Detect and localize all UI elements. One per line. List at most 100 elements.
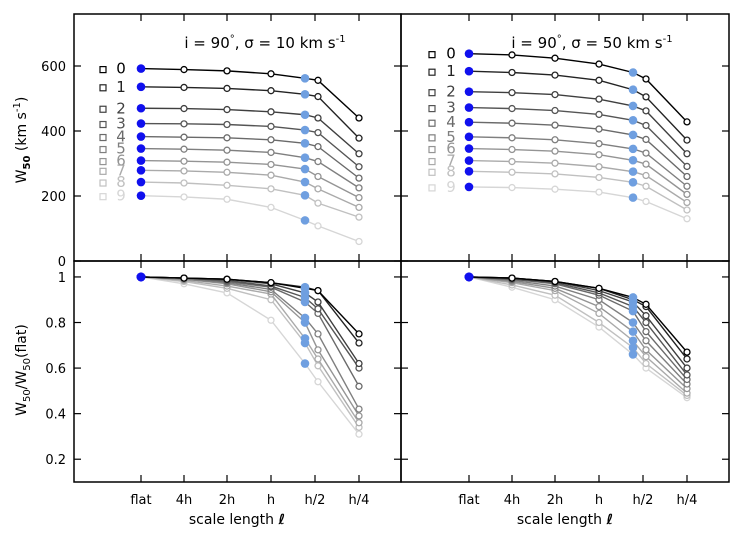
series-point-3 [642,121,650,130]
series-line-8 [140,181,360,218]
half-h-marker-4 [300,297,310,307]
legend-label-1: 1 [446,62,456,80]
legend-label-9: 9 [446,178,456,196]
flat-marker-9 [136,191,146,200]
flat-marker-6 [464,144,474,153]
series-point-3 [595,110,603,119]
flat-marker-0 [136,64,146,73]
legend-label-4: 4 [446,113,456,131]
series-point-3 [267,122,275,131]
series-point-5 [595,140,603,148]
legend-label-0: 0 [446,45,456,63]
half-h-marker-7 [628,167,638,176]
y-axis-label-bottom: W50/W50(flat) [14,324,33,416]
series-point-2 [355,150,363,158]
half-h-marker-4 [300,139,310,148]
series-point-0 [180,274,188,282]
legend-label-3: 3 [446,99,456,117]
series-point-1 [683,355,691,363]
legend-label-2: 2 [446,83,456,101]
flat-marker-3 [136,119,146,128]
legend-label-7: 7 [116,161,126,179]
series-point-0 [551,54,559,62]
series-point-9 [314,378,322,386]
flat-marker-7 [464,156,474,165]
series-point-0 [642,75,650,83]
series-point-8 [180,179,188,187]
flat-marker-1 [136,82,146,92]
series-point-2 [314,298,322,306]
series-point-9 [508,183,516,192]
half-h-marker-4 [628,130,638,140]
series-point-3 [314,305,322,313]
legend-square-8 [99,179,107,187]
series-point-7 [595,163,603,171]
legend-label-0: 0 [116,60,126,78]
series-point-8 [267,185,275,193]
series-point-7 [642,353,650,361]
y-tick-label: 200 [41,190,66,205]
series-point-4 [595,125,603,133]
series-point-0 [508,51,516,59]
series-point-3 [314,128,322,137]
x-axis-label: scale length ℓ [189,512,285,528]
legend-label-4: 4 [116,128,126,146]
legend-label-9: 9 [116,187,126,205]
legend-label-5: 5 [446,128,456,146]
x-tick-label: h/2 [633,493,654,508]
series-point-1 [683,136,691,144]
half-h-marker-1 [628,85,638,95]
series-line-5 [140,147,360,189]
series-point-8 [595,318,603,327]
series-point-4 [508,119,516,127]
series-point-0 [642,300,650,308]
flat-marker-7 [136,166,146,175]
legend-square-1 [99,84,107,92]
y-tick-label: 0.8 [45,317,66,332]
legend-square-3 [99,120,107,129]
legend-square-5 [99,145,107,154]
series-point-9 [551,185,559,193]
series-point-1 [595,76,603,84]
series-point-4 [180,133,188,141]
legend-square-2 [99,105,107,113]
half-h-marker-5 [628,144,638,154]
series-point-5 [314,157,322,166]
series-point-6 [314,172,322,181]
series-point-2 [683,364,691,372]
series-point-5 [180,145,188,153]
series-point-3 [355,163,363,171]
series-point-5 [355,405,363,413]
series-point-0 [180,65,188,74]
series-point-4 [355,174,363,182]
series-point-5 [267,148,275,157]
series-point-4 [683,172,691,181]
series-point-1 [180,83,188,92]
flat-marker-0 [464,49,474,58]
series-point-4 [355,382,363,390]
flat-marker-2 [464,87,474,96]
half-h-marker-5 [300,153,310,162]
x-tick-label: 4h [504,493,521,508]
flat-marker-1 [464,66,474,76]
series-point-6 [355,193,363,202]
series-point-0 [551,277,559,286]
panel-title: i = 90°, σ = 10 km s-1 [184,34,345,52]
series-line-2 [140,107,360,155]
series-point-6 [223,158,231,166]
series-point-2 [508,89,516,97]
series-line-4 [140,135,360,179]
legend-square-3 [428,104,436,113]
half-h-marker-8 [628,343,638,352]
half-h-marker-3 [300,125,310,135]
legend-square-4 [99,133,107,142]
series-line-4 [140,276,360,387]
y-tick-label: 0.2 [45,453,66,468]
series-point-4 [642,135,650,144]
series-point-2 [267,108,275,116]
series-point-7 [551,159,559,167]
